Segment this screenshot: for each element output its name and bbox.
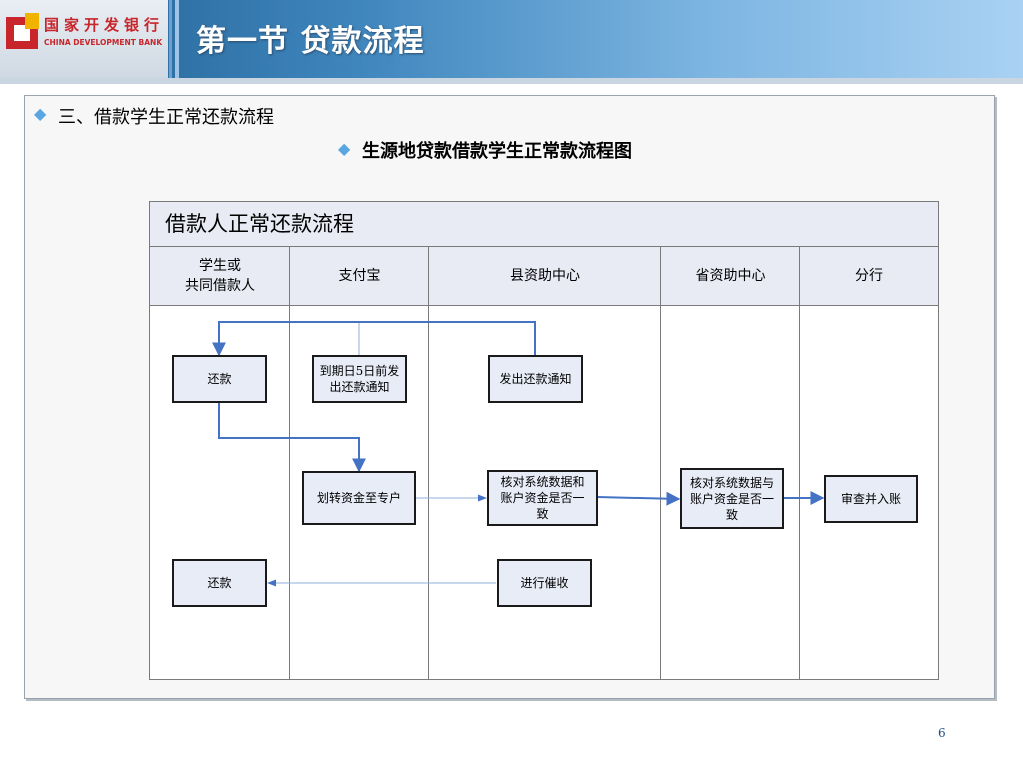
connector-arrow [218,402,366,473]
diagram-subtitle: 生源地贷款借款学生正常款流程图 [362,141,632,162]
bank-logo: 国家开发银行 CHINA DEVELOPMENT BANK [0,0,168,78]
lane-header-branch: 分行 [800,247,938,306]
node-alipay-notice: 到期日5日前发 出还款通知 [312,355,407,403]
section-title: 三、借款学生正常还款流程 [58,107,274,128]
page-number: 6 [938,726,946,740]
diamond-bullet-icon: ◆ [338,139,351,158]
slide-title: 第一节 贷款流程 [196,24,425,59]
header-bottom-bar [0,78,1023,84]
node-province-verify: 核对系统数据与 账户资金是否一 致 [680,468,784,529]
node-collection: 进行催收 [497,559,592,607]
lane-header-alipay: 支付宝 [290,247,429,306]
diagram-title: 借款人正常还款流程 [150,202,938,247]
node-review-post: 审查并入账 [824,475,918,523]
node-county-verify: 核对系统数据和 账户资金是否一 致 [487,470,598,526]
node-repay: 还款 [172,559,267,607]
logo-chinese-name: 国家开发银行 [44,16,165,34]
header-divider [175,0,179,80]
lane-divider [289,247,290,679]
lane-header-province-center: 省资助中心 [661,247,800,306]
header-banner: 国家开发银行 CHINA DEVELOPMENT BANK 第一节 贷款流程 [0,0,1023,80]
lane-divider [660,247,661,679]
logo-english-name: CHINA DEVELOPMENT BANK [44,38,163,47]
header-divider [169,0,172,80]
lane-divider [428,247,429,679]
bank-logo-icon [6,13,39,49]
lane-header-student: 学生或 共同借款人 [150,247,290,306]
flow-connectors [212,321,825,587]
connector-arrow [212,321,536,357]
diamond-bullet-icon: ◆ [34,104,47,123]
connector-arrow [596,491,681,506]
lane-divider [799,247,800,679]
swimlane-diagram: 借款人正常还款流程 学生或 共同借款人 支付宝 县资助中心 省资助中心 分行 [149,201,939,680]
node-transfer-funds: 划转资金至专户 [302,471,416,525]
lane-header-county-center: 县资助中心 [429,247,661,306]
node-repay: 还款 [172,355,267,403]
node-county-notice: 发出还款通知 [488,355,583,403]
